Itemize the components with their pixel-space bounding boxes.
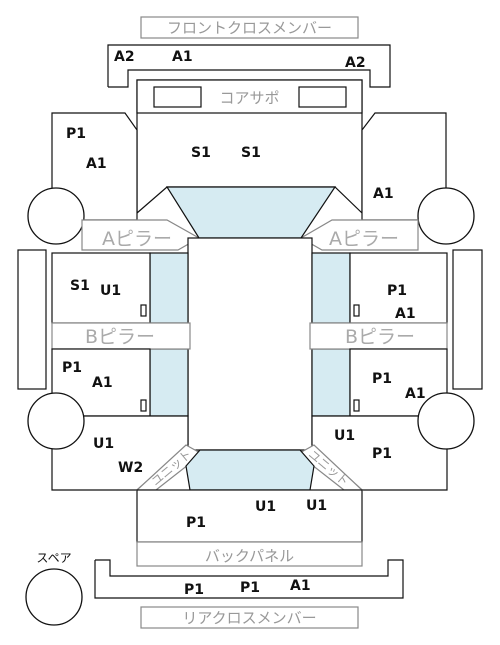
code-mid-left-u: U1 — [100, 283, 121, 299]
back-panel-label: バックパネル — [205, 547, 294, 565]
code-rear-member-p1: P1 — [184, 582, 204, 598]
spare-label: スペア — [36, 551, 71, 565]
rear-left-wheel — [27, 392, 85, 450]
code-front-right-a: A1 — [373, 186, 394, 202]
front-right-door-glass — [311, 252, 351, 324]
rear-cross-member-label: リアクロスメンバー — [182, 609, 316, 627]
code-mid-right-a: A1 — [395, 306, 416, 322]
front-cross-member-label: フロントクロスメンバー — [167, 19, 332, 37]
core-support-label: コアサポ — [219, 89, 279, 107]
rear-right-door-glass — [311, 348, 351, 417]
b-pillar-left-label: Bピラー — [85, 326, 155, 348]
roof-panel — [187, 237, 313, 451]
rear-right-wheel — [417, 392, 475, 450]
front-left-door-handle — [140, 304, 147, 317]
front-right-door — [349, 252, 448, 324]
windshield — [165, 186, 337, 239]
back-panel-box — [136, 541, 363, 567]
code-quarter-left-w: W2 — [118, 460, 143, 476]
a-pillar-right-label: Aピラー — [329, 228, 399, 250]
trunk-lid — [136, 489, 363, 543]
a-pillar-right-band — [299, 219, 419, 251]
front-left-door-glass — [149, 252, 189, 324]
code-quarter-right-u: U1 — [334, 428, 355, 444]
code-trunk-u-left: U1 — [255, 499, 276, 515]
code-trunk-p: P1 — [186, 515, 206, 531]
spare-tire — [25, 568, 83, 626]
rear-member-bracket — [94, 559, 404, 599]
b-pillar-left-band — [51, 322, 191, 350]
code-rear-right-p: P1 — [372, 371, 392, 387]
front-member-bracket — [107, 44, 391, 88]
front-right-wheel — [417, 187, 475, 245]
front-right-door-handle — [353, 304, 360, 317]
right-side-sill — [452, 249, 483, 390]
code-rear-left-p: P1 — [62, 360, 82, 376]
front-left-wheel — [27, 187, 85, 245]
b-pillar-right-label: Bピラー — [345, 326, 415, 348]
code-core-right: S1 — [241, 145, 261, 161]
front-cross-member-box — [140, 16, 359, 39]
code-front-member-center: A1 — [172, 49, 193, 65]
code-front-left-p: P1 — [66, 126, 86, 142]
b-pillar-right-band — [309, 322, 448, 350]
code-mid-right-p: P1 — [387, 283, 407, 299]
code-rear-member-p2: P1 — [240, 580, 260, 596]
rear-cross-member-box — [140, 606, 359, 629]
rear-left-door-glass — [149, 348, 189, 417]
code-front-member-right: A2 — [345, 55, 366, 71]
code-rear-member-a: A1 — [290, 578, 311, 594]
rear-right-door-handle — [353, 399, 360, 412]
code-front-left-a: A1 — [86, 156, 107, 172]
core-support-slot-right — [298, 86, 347, 108]
code-quarter-left-u: U1 — [93, 436, 114, 452]
rear-window — [185, 449, 315, 491]
code-front-member-left: A2 — [114, 49, 135, 65]
code-rear-left-a: A1 — [92, 375, 113, 391]
code-core-left: S1 — [191, 145, 211, 161]
code-quarter-right-p: P1 — [372, 446, 392, 462]
left-side-sill — [17, 249, 47, 390]
code-rear-right-a: A1 — [405, 386, 426, 402]
front-left-door — [51, 252, 151, 324]
core-support-slot-left — [153, 86, 202, 108]
code-trunk-u-right: U1 — [306, 498, 327, 514]
code-mid-left-s: S1 — [70, 278, 90, 294]
a-pillar-left-label: Aピラー — [102, 228, 172, 250]
rear-left-door-handle — [140, 399, 147, 412]
